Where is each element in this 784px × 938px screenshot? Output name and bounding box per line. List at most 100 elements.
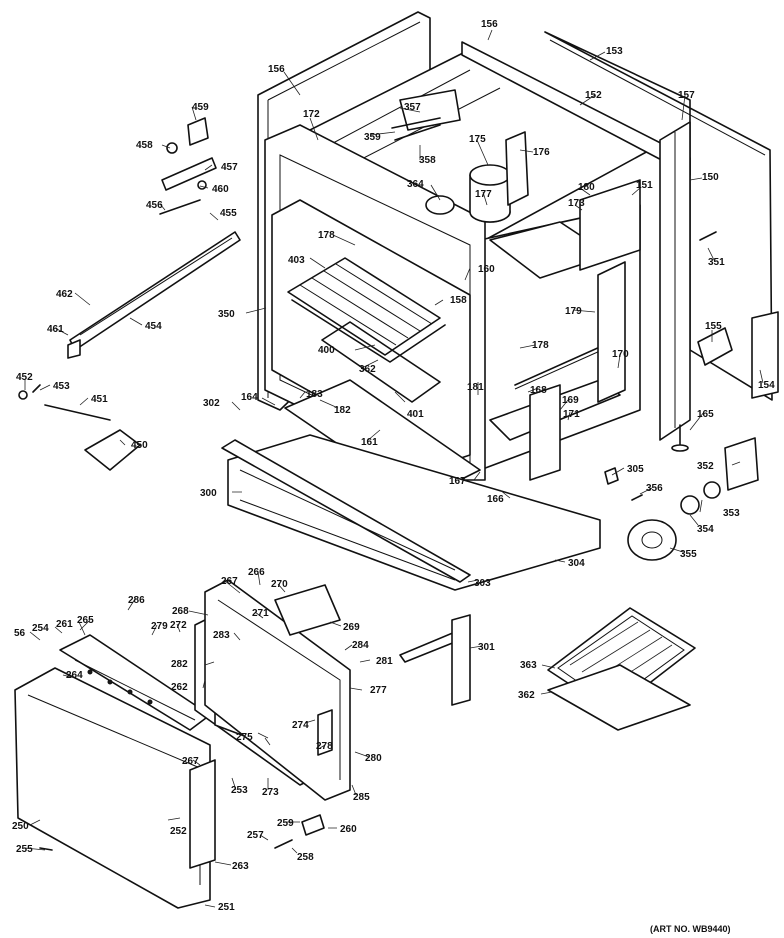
- label-356: 356: [646, 483, 663, 494]
- label-304: 304: [568, 558, 585, 569]
- label-266: 266: [248, 567, 265, 578]
- label-182: 182: [334, 405, 351, 416]
- label-301: 301: [478, 642, 495, 653]
- lamp-parts: [604, 437, 759, 561]
- label-451: 451: [91, 394, 108, 405]
- label-358: 358: [419, 155, 436, 166]
- label-265: 265: [77, 615, 94, 626]
- label-461: 461: [47, 324, 64, 335]
- label-152: 152: [585, 90, 602, 101]
- label-267: 267: [221, 576, 238, 587]
- label-180: 180: [578, 182, 595, 193]
- label-255: 255: [16, 844, 33, 855]
- label-286: 286: [128, 595, 145, 606]
- label-401: 401: [407, 409, 424, 420]
- storage-drawer: [221, 434, 601, 706]
- label-250: 250: [12, 821, 29, 832]
- label-302: 302: [203, 398, 220, 409]
- label-158: 158: [450, 295, 467, 306]
- label-270: 270: [271, 579, 288, 590]
- label-459: 459: [192, 102, 209, 113]
- label-166: 166: [487, 494, 504, 505]
- label-362: 362: [518, 690, 535, 701]
- label-460: 460: [212, 184, 229, 195]
- label-267: 267: [182, 756, 199, 767]
- label-364: 364: [407, 179, 424, 190]
- label-156: 156: [268, 64, 285, 75]
- label-254: 254: [32, 623, 49, 634]
- label-362: 362: [359, 364, 376, 375]
- label-458: 458: [136, 140, 153, 151]
- label-177: 177: [475, 189, 492, 200]
- label-454: 454: [145, 321, 162, 332]
- label-285: 285: [353, 792, 370, 803]
- label-151: 151: [636, 180, 653, 191]
- label-259: 259: [277, 818, 294, 829]
- label-453: 453: [53, 381, 70, 392]
- label-263: 263: [232, 861, 249, 872]
- label-277: 277: [370, 685, 387, 696]
- label-175: 175: [469, 134, 486, 145]
- label-403: 403: [288, 255, 305, 266]
- label-273: 273: [262, 787, 279, 798]
- leader-lines: [24, 29, 764, 908]
- label-305: 305: [627, 464, 644, 475]
- label-183: 183: [306, 389, 323, 400]
- oven-door: [14, 579, 351, 909]
- label-251: 251: [218, 902, 235, 913]
- label-173: 173: [568, 198, 585, 209]
- label-257: 257: [247, 830, 264, 841]
- label-281: 281: [376, 656, 393, 667]
- label-457: 457: [221, 162, 238, 173]
- label-271: 271: [252, 608, 269, 619]
- label-274: 274: [292, 720, 309, 731]
- label-452: 452: [16, 372, 33, 383]
- label-153: 153: [606, 46, 623, 57]
- label-176: 176: [533, 147, 550, 158]
- label-351: 351: [708, 257, 725, 268]
- label-258: 258: [297, 852, 314, 863]
- label-455: 455: [220, 208, 237, 219]
- label-168: 168: [530, 385, 547, 396]
- label-169: 169: [562, 395, 579, 406]
- label-178: 178: [532, 340, 549, 351]
- label-170: 170: [612, 349, 629, 360]
- label-264: 264: [66, 670, 83, 681]
- label-179: 179: [565, 306, 582, 317]
- label-279: 279: [151, 621, 168, 632]
- broiler-pan: [547, 607, 696, 731]
- label-268: 268: [172, 606, 189, 617]
- label-300: 300: [200, 488, 217, 499]
- label-462: 462: [56, 289, 73, 300]
- label-164: 164: [241, 392, 258, 403]
- label-155: 155: [705, 321, 722, 332]
- label-181: 181: [467, 382, 484, 393]
- label-283: 283: [213, 630, 230, 641]
- label-156: 156: [481, 19, 498, 30]
- label-284: 284: [352, 640, 369, 651]
- label-167: 167: [449, 476, 466, 487]
- label-282: 282: [171, 659, 188, 670]
- label-357: 357: [404, 102, 421, 113]
- label-363: 363: [520, 660, 537, 671]
- label-400: 400: [318, 345, 335, 356]
- label-352: 352: [697, 461, 714, 472]
- label-160: 160: [478, 264, 495, 275]
- label-261: 261: [56, 619, 73, 630]
- label-303: 303: [474, 578, 491, 589]
- label-150: 150: [702, 172, 719, 183]
- art-number: (ART NO. WB9440): [650, 924, 731, 934]
- label-278: 278: [316, 741, 333, 752]
- label-275: 275: [236, 732, 253, 743]
- label-165: 165: [697, 409, 714, 420]
- range-cabinet: [257, 11, 779, 501]
- label-161: 161: [361, 437, 378, 448]
- label-154: 154: [758, 380, 775, 391]
- label-252: 252: [170, 826, 187, 837]
- label-359: 359: [364, 132, 381, 143]
- label-172: 172: [303, 109, 320, 120]
- part-labels: 156 156 153 152 157 172 357 359 358 175 …: [12, 19, 775, 934]
- label-262: 262: [171, 682, 188, 693]
- label-272: 272: [170, 620, 187, 631]
